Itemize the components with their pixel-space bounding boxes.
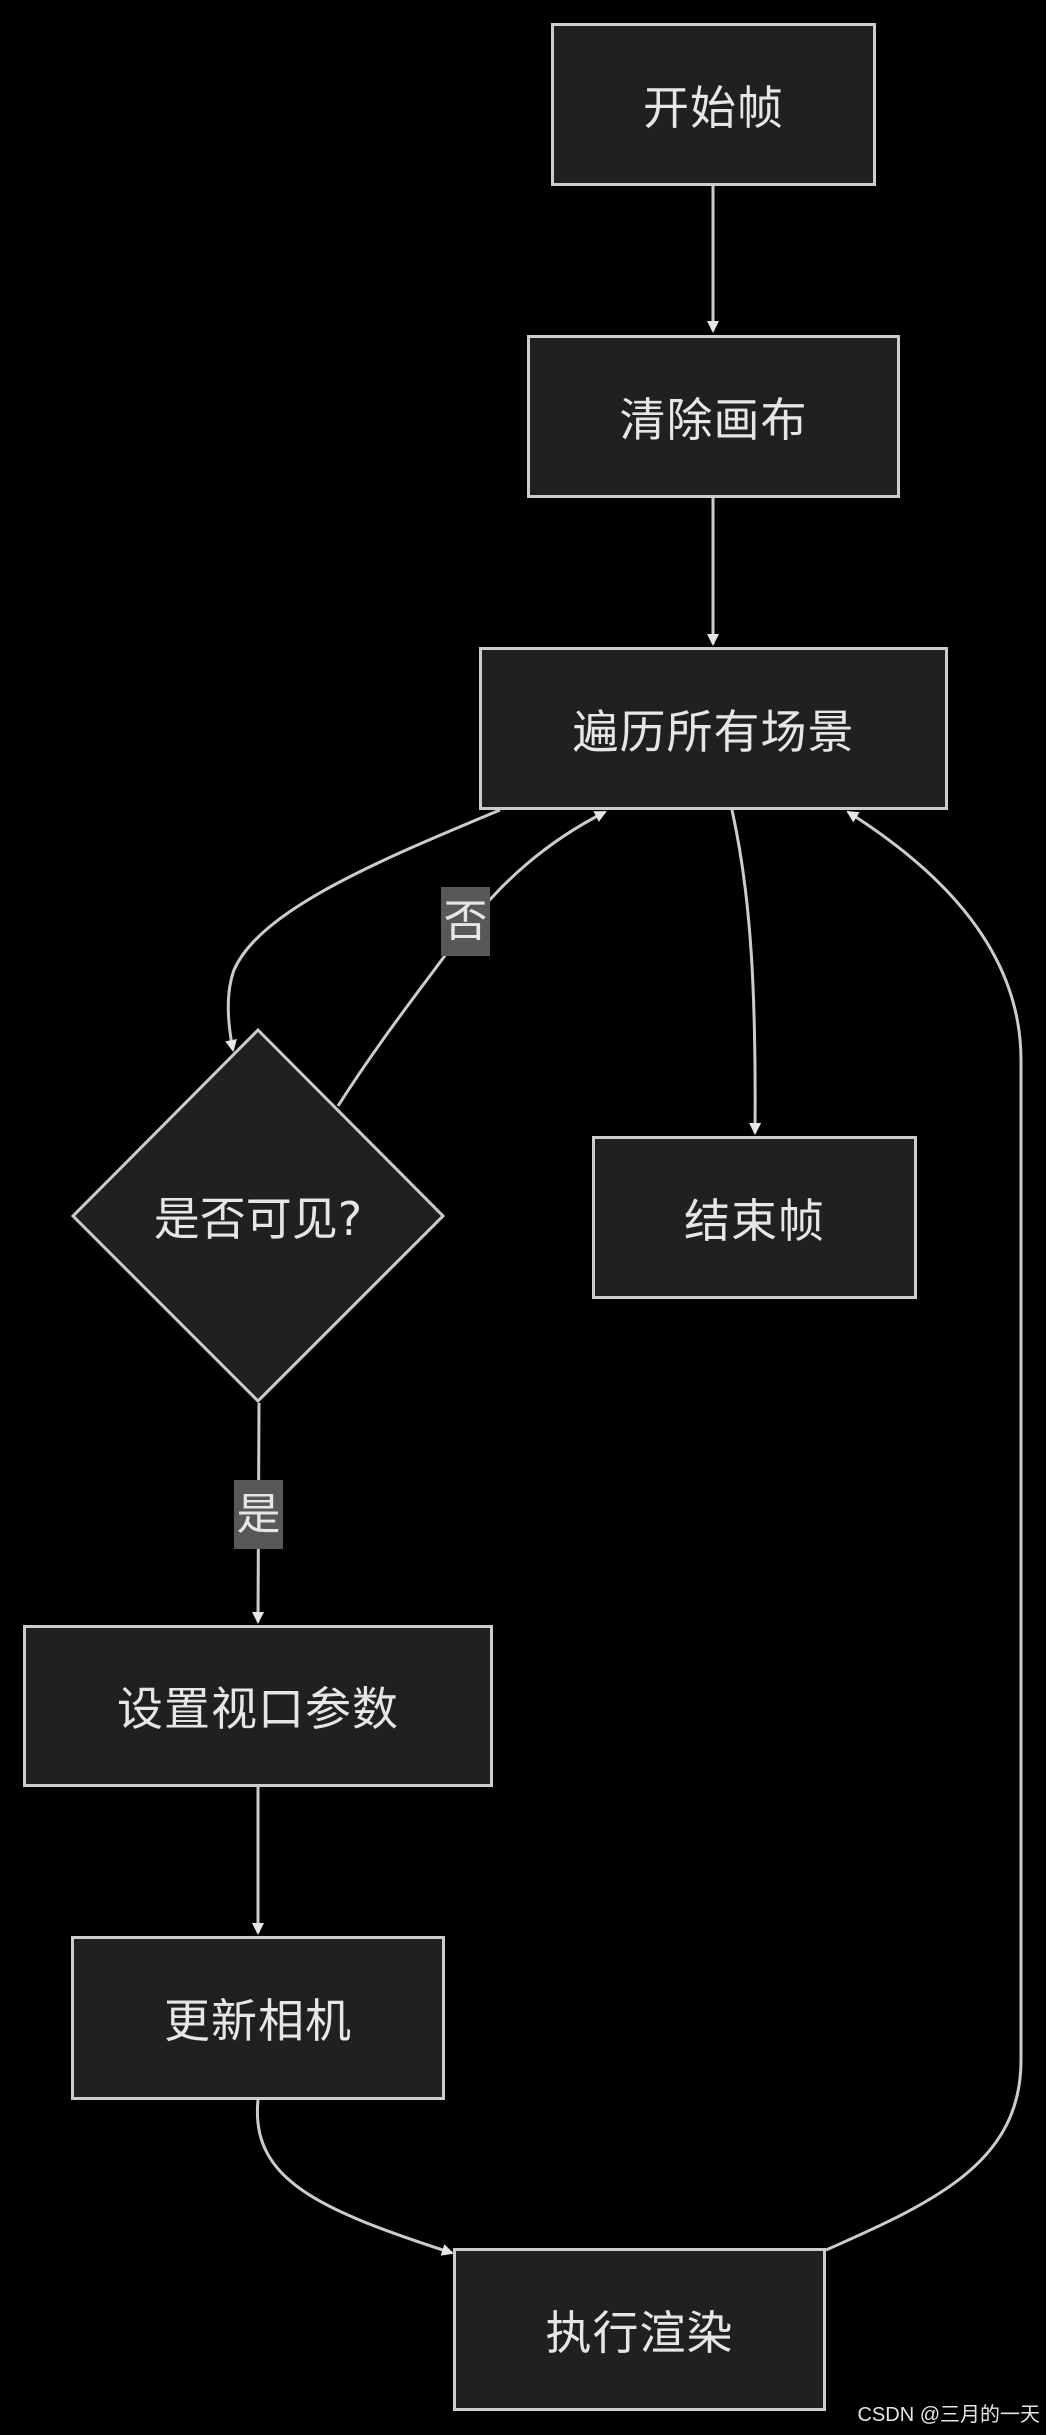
edge-iterate-to-end (730, 809, 762, 1135)
node-set-viewport: 设置视口参数 (23, 1625, 493, 1787)
edge-decision-no-to-iterate (336, 810, 607, 1107)
edge-camera-to-render (255, 2099, 454, 2256)
edge-label-yes: 是 (234, 1480, 283, 1549)
node-start-frame: 开始帧 (551, 23, 876, 186)
node-clear-canvas-label: 清除画布 (619, 392, 808, 447)
node-update-camera: 更新相机 (71, 1936, 445, 2100)
edge-render-to-iterate (825, 810, 1023, 2252)
node-end-frame-label: 结束帧 (684, 1193, 825, 1248)
edge-label-no: 否 (441, 887, 490, 956)
node-update-camera-label: 更新相机 (164, 1994, 352, 2048)
node-is-visible-label: 是否可见? (153, 1192, 363, 1246)
node-end-frame: 结束帧 (592, 1136, 917, 1299)
edge-label-no-text: 否 (443, 895, 488, 947)
node-set-viewport-label: 设置视口参数 (117, 1682, 399, 1736)
node-iterate-scenes: 遍历所有场景 (479, 647, 948, 810)
node-start-frame-label: 开始帧 (643, 80, 784, 135)
edge-iterate-to-decision (225, 808, 501, 1052)
watermark: CSDN @三月的一天 (857, 2404, 1040, 2426)
node-iterate-scenes-label: 遍历所有场景 (572, 704, 855, 759)
node-execute-render-label: 执行渲染 (545, 2305, 734, 2360)
decision-diamond-shape (70, 1027, 446, 1404)
node-clear-canvas: 清除画布 (527, 335, 900, 498)
edge-label-yes-text: 是 (236, 1488, 281, 1540)
node-execute-render: 执行渲染 (453, 2248, 826, 2411)
node-is-visible: 是否可见? (118, 1176, 398, 1256)
